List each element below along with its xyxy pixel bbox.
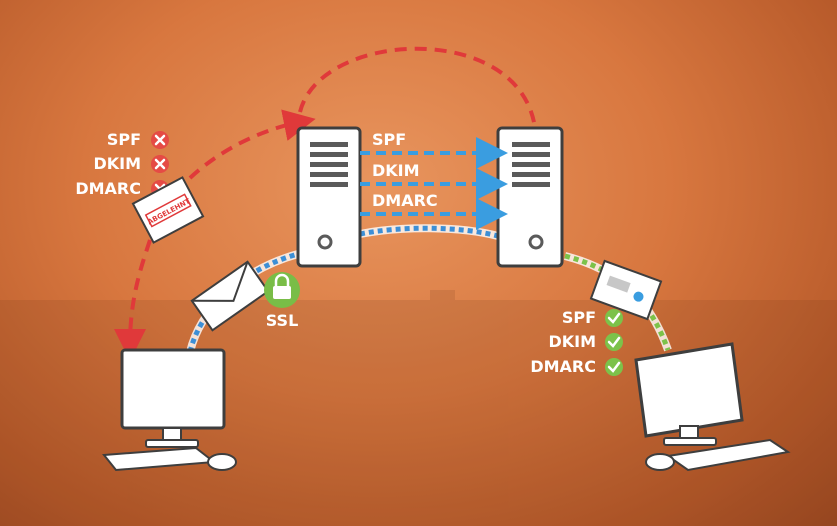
left-server	[296, 126, 362, 268]
right-computer	[634, 342, 791, 472]
reject-path-to-computer	[114, 239, 152, 361]
reject-arc-top	[298, 46, 537, 129]
server-check-dmarc: DMARC	[372, 191, 438, 210]
check-icon	[605, 309, 623, 327]
right-status-dkim-label: DKIM	[548, 332, 596, 351]
check-icon	[605, 333, 623, 351]
right-server	[496, 126, 564, 268]
left-status-dmarc-label: DMARC	[75, 179, 141, 198]
server-check-arrows	[360, 137, 508, 230]
left-status-spf-label: SPF	[107, 130, 141, 149]
delivered-document	[589, 259, 663, 321]
reject-path-to-server	[188, 109, 316, 180]
fail-x-icon	[151, 155, 169, 173]
envelope-icon	[190, 260, 270, 332]
right-status-spf-label: SPF	[562, 308, 596, 327]
check-icon	[605, 358, 623, 376]
left-computer	[102, 348, 237, 472]
ssl-label: SSL	[266, 311, 299, 330]
right-status-dmarc-label: DMARC	[530, 357, 596, 376]
lock-icon	[264, 272, 300, 308]
secure-path-between-servers	[359, 224, 500, 240]
rejected-document: ABGELEHNT	[131, 176, 205, 244]
server-check-dkim: DKIM	[372, 161, 420, 180]
fail-x-icon	[151, 131, 169, 149]
left-status-dkim-label: DKIM	[93, 154, 141, 173]
server-check-spf: SPF	[372, 130, 406, 149]
